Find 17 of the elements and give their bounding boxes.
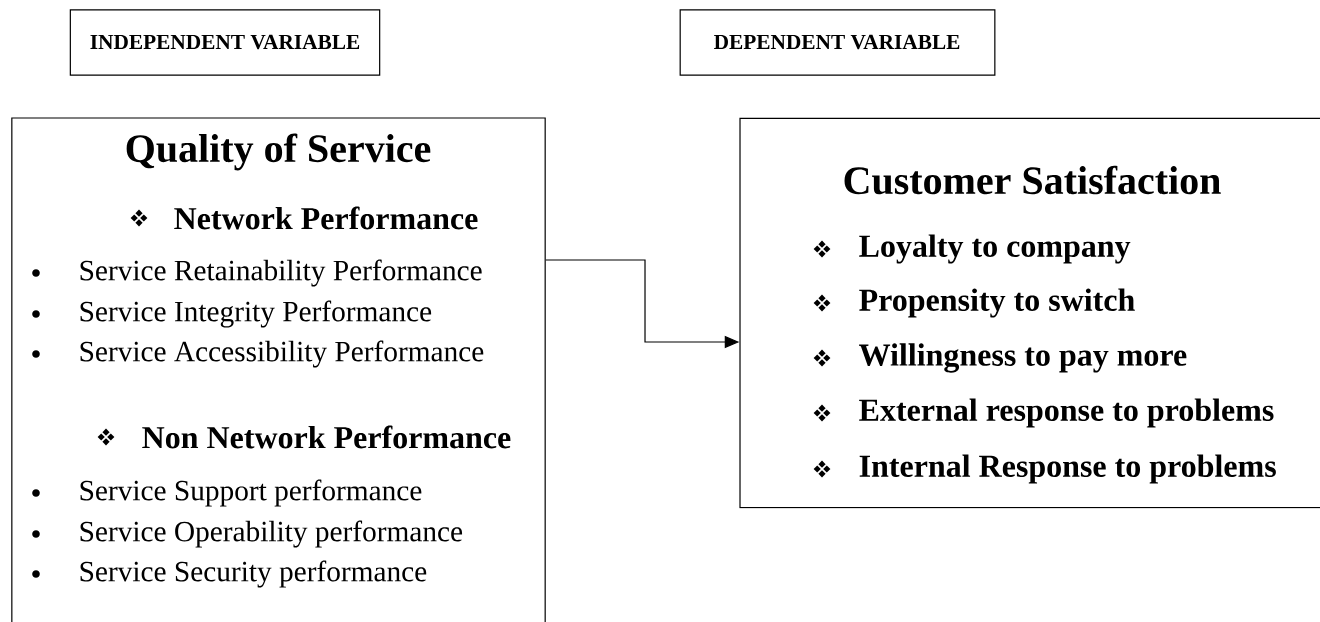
- diamond-bullet-item: Internal Response to problems: [813, 454, 1276, 484]
- bullet-item: Service Security performance: [32, 560, 427, 588]
- diamond-bullet-item: External response to problems: [813, 398, 1274, 428]
- diamond-bullet-item: Loyalty to company: [813, 234, 1131, 264]
- label-box: INDEPENDENT VARIABLE: [69, 9, 381, 76]
- diamond-bullet-item: Willingness to pay more: [813, 343, 1187, 373]
- bullet-item: Service Operability performance: [32, 520, 463, 548]
- bullet-item: Service Support performance: [32, 479, 422, 507]
- bullet-item: Service Retainability Performance: [32, 259, 482, 287]
- label-box: DEPENDENT VARIABLE: [679, 9, 996, 76]
- diamond-bullet-item: Non Network Performance: [97, 425, 511, 449]
- box-heading: Quality of Service: [126, 133, 431, 171]
- bullet-item: Service Integrity Performance: [32, 300, 432, 328]
- box-heading: Customer Satisfaction: [844, 165, 1221, 195]
- diamond-bullet-item: Network Performance: [130, 206, 478, 230]
- diamond-bullet-item: Propensity to switch: [813, 288, 1135, 318]
- bullet-item: Service Accessibility Performance: [32, 340, 484, 368]
